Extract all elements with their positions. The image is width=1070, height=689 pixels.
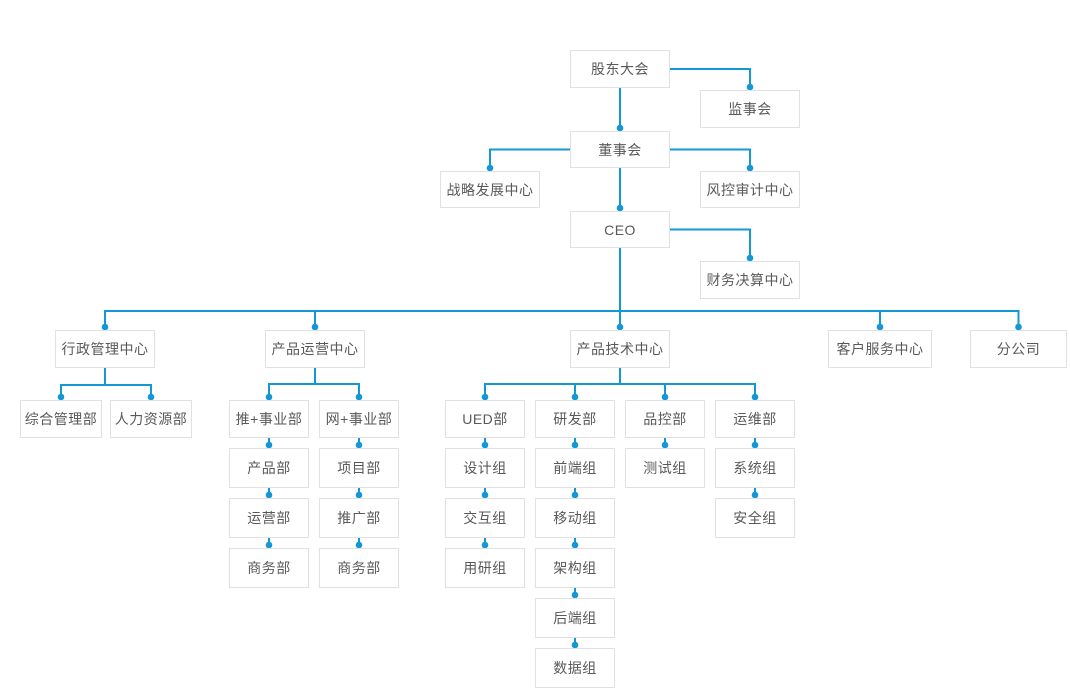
org-node-label: 财务决算中心 — [706, 272, 794, 288]
org-node-shangwubu1: 商务部 — [229, 548, 309, 588]
org-node-label: 产品运营中心 — [271, 341, 359, 357]
org-node-label: 股东大会 — [591, 61, 649, 77]
org-node-label: 行政管理中心 — [61, 341, 149, 357]
org-node-label: 网+事业部 — [325, 411, 393, 427]
org-node-label: 项目部 — [337, 460, 381, 476]
org-node-renli: 人力资源部 — [110, 400, 192, 438]
org-node-label: 商务部 — [337, 560, 381, 576]
org-node-ceshizu: 测试组 — [625, 448, 705, 488]
org-node-label: 风控审计中心 — [706, 181, 794, 198]
org-node-chanpinbu: 产品部 — [229, 448, 309, 488]
org-node-label: 综合管理部 — [24, 411, 98, 427]
org-node-label: 品控部 — [643, 411, 687, 427]
org-node-shejizu: 设计组 — [445, 448, 525, 488]
org-node-yunyingbu: 运营部 — [229, 498, 309, 538]
org-node-shujuzu: 数据组 — [535, 648, 615, 688]
org-node-anquanzu: 安全组 — [715, 498, 795, 538]
org-node-yongyanzu: 用研组 — [445, 548, 525, 588]
org-node-label: 运营部 — [247, 510, 291, 526]
org-node-label: 前端组 — [553, 460, 597, 476]
org-node-label: 测试组 — [643, 460, 687, 476]
org-node-zonghe: 综合管理部 — [20, 400, 102, 438]
org-node-jishu: 产品技术中心 — [570, 330, 670, 368]
org-node-label: 战略发展中心 — [446, 181, 534, 198]
org-node-yunwei: 运维部 — [715, 400, 795, 438]
org-node-label: UED部 — [462, 411, 508, 427]
org-node-dongshihui: 董事会 — [570, 131, 670, 168]
org-node-caiwu: 财务决算中心 — [700, 261, 800, 299]
org-node-label: 交互组 — [463, 510, 507, 526]
org-node-gudong: 股东大会 — [570, 50, 670, 88]
org-node-wang: 网+事业部 — [319, 400, 399, 438]
org-node-label: 移动组 — [553, 510, 597, 526]
org-node-xiangmubu: 项目部 — [319, 448, 399, 488]
org-node-zhanlve: 战略发展中心 — [440, 171, 540, 208]
org-node-label: 人力资源部 — [114, 411, 188, 427]
org-node-ued: UED部 — [445, 400, 525, 438]
org-node-label: 设计组 — [463, 460, 507, 476]
org-node-label: 推+事业部 — [235, 411, 303, 427]
org-node-label: 分公司 — [996, 341, 1041, 357]
org-node-jianshihui: 监事会 — [700, 90, 800, 128]
org-node-label: 运维部 — [733, 411, 777, 427]
org-node-shangwubu2: 商务部 — [319, 548, 399, 588]
org-node-label: 产品技术中心 — [576, 341, 664, 357]
org-node-yanfa: 研发部 — [535, 400, 615, 438]
org-node-xitongzu: 系统组 — [715, 448, 795, 488]
org-node-fengongsi: 分公司 — [970, 330, 1067, 368]
org-node-fengkong: 风控审计中心 — [700, 171, 800, 208]
org-node-jiaohuzu: 交互组 — [445, 498, 525, 538]
org-node-pinkong: 品控部 — [625, 400, 705, 438]
org-node-label: 产品部 — [247, 460, 291, 476]
org-node-tuiguangbu: 推广部 — [319, 498, 399, 538]
org-node-label: 监事会 — [728, 101, 772, 117]
org-node-houduanzu: 后端组 — [535, 598, 615, 638]
org-node-qianduanzu: 前端组 — [535, 448, 615, 488]
org-node-label: 系统组 — [733, 460, 777, 476]
org-node-xingzheng: 行政管理中心 — [55, 330, 155, 368]
org-node-label: 商务部 — [247, 560, 291, 576]
org-node-label: 安全组 — [733, 510, 777, 526]
org-node-label: 研发部 — [553, 411, 597, 427]
org-node-yidongzu: 移动组 — [535, 498, 615, 538]
org-node-label: 数据组 — [553, 660, 597, 676]
org-node-ceo: CEO — [570, 211, 670, 248]
org-node-yunying: 产品运营中心 — [265, 330, 365, 368]
org-node-label: 推广部 — [337, 510, 381, 526]
org-node-label: 客户服务中心 — [836, 341, 924, 357]
org-node-label: 架构组 — [553, 560, 597, 576]
org-node-jiagouzu: 架构组 — [535, 548, 615, 588]
org-node-label: 董事会 — [598, 141, 642, 158]
org-node-label: 用研组 — [463, 560, 507, 576]
org-node-label: CEO — [604, 221, 636, 238]
org-node-tui: 推+事业部 — [229, 400, 309, 438]
org-node-kefu: 客户服务中心 — [828, 330, 932, 368]
org-node-label: 后端组 — [553, 610, 597, 626]
